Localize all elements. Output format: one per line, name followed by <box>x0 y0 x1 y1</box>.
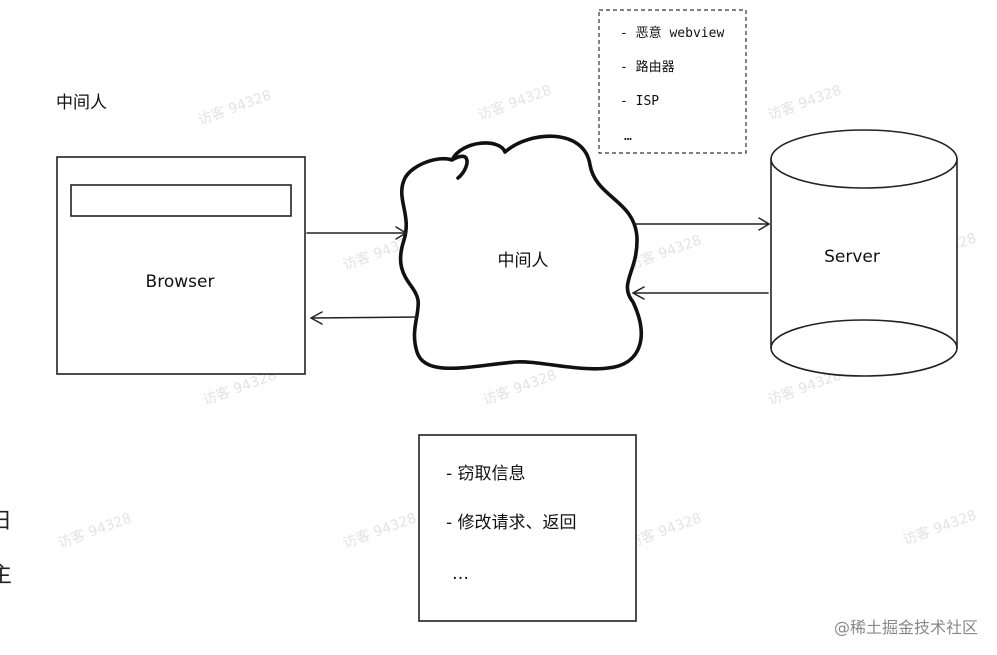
mitm-source-item: - ISP <box>620 94 659 109</box>
watermark: 访客 94328 <box>766 81 844 123</box>
browser-address-bar <box>70 184 292 217</box>
watermark: 访客 94328 <box>481 366 559 408</box>
cloud-shape <box>398 134 643 371</box>
watermark: 访客 94328 <box>626 509 704 551</box>
action-item: - 修改请求、返回 <box>446 513 577 533</box>
arrow-browser-to-mitm <box>306 226 407 240</box>
action-item: - 窃取信息 <box>446 464 526 484</box>
watermark: 访客 94328 <box>476 81 554 123</box>
watermark: 访客 94328 <box>901 506 979 548</box>
action-item: … <box>452 564 469 584</box>
watermark: 访客 94328 <box>341 509 419 551</box>
server-label: Server <box>824 247 880 267</box>
footer-credit: @稀土掘金技术社区 <box>834 618 978 637</box>
actions-box: - 窃取信息 - 修改请求、返回 … <box>418 434 637 622</box>
server-cylinder-body <box>770 159 958 377</box>
server-cylinder-top <box>770 129 958 189</box>
actions-frame <box>418 434 637 622</box>
browser-node: Browser <box>56 156 306 375</box>
watermark: 访客 94328 <box>56 509 134 551</box>
mitm-source-item: - 恶意 webview <box>620 25 724 41</box>
arrow-mitm-to-browser <box>310 311 419 325</box>
top-left-label: 中间人 <box>56 93 107 113</box>
watermark: 访客 94328 <box>196 86 274 128</box>
server-cylinder-bottom-rim <box>770 319 958 349</box>
mitm-sources-frame <box>598 9 747 154</box>
left-edge-char: 日 <box>0 509 12 534</box>
mitm-source-item: … <box>624 129 632 144</box>
server-node: Server <box>770 129 958 377</box>
arrows <box>306 217 770 325</box>
left-edge-char: 主 <box>0 563 12 588</box>
cloud-label: 中间人 <box>498 251 549 271</box>
browser-label: Browser <box>146 272 215 292</box>
cloud-node: 中间人 <box>398 134 643 371</box>
arrow-server-to-mitm <box>632 286 769 300</box>
mitm-source-item: - 路由器 <box>620 59 675 75</box>
mitm-sources-box: - 恶意 webview - 路由器 - ISP … <box>598 9 747 154</box>
arrow-mitm-to-server <box>633 217 770 231</box>
